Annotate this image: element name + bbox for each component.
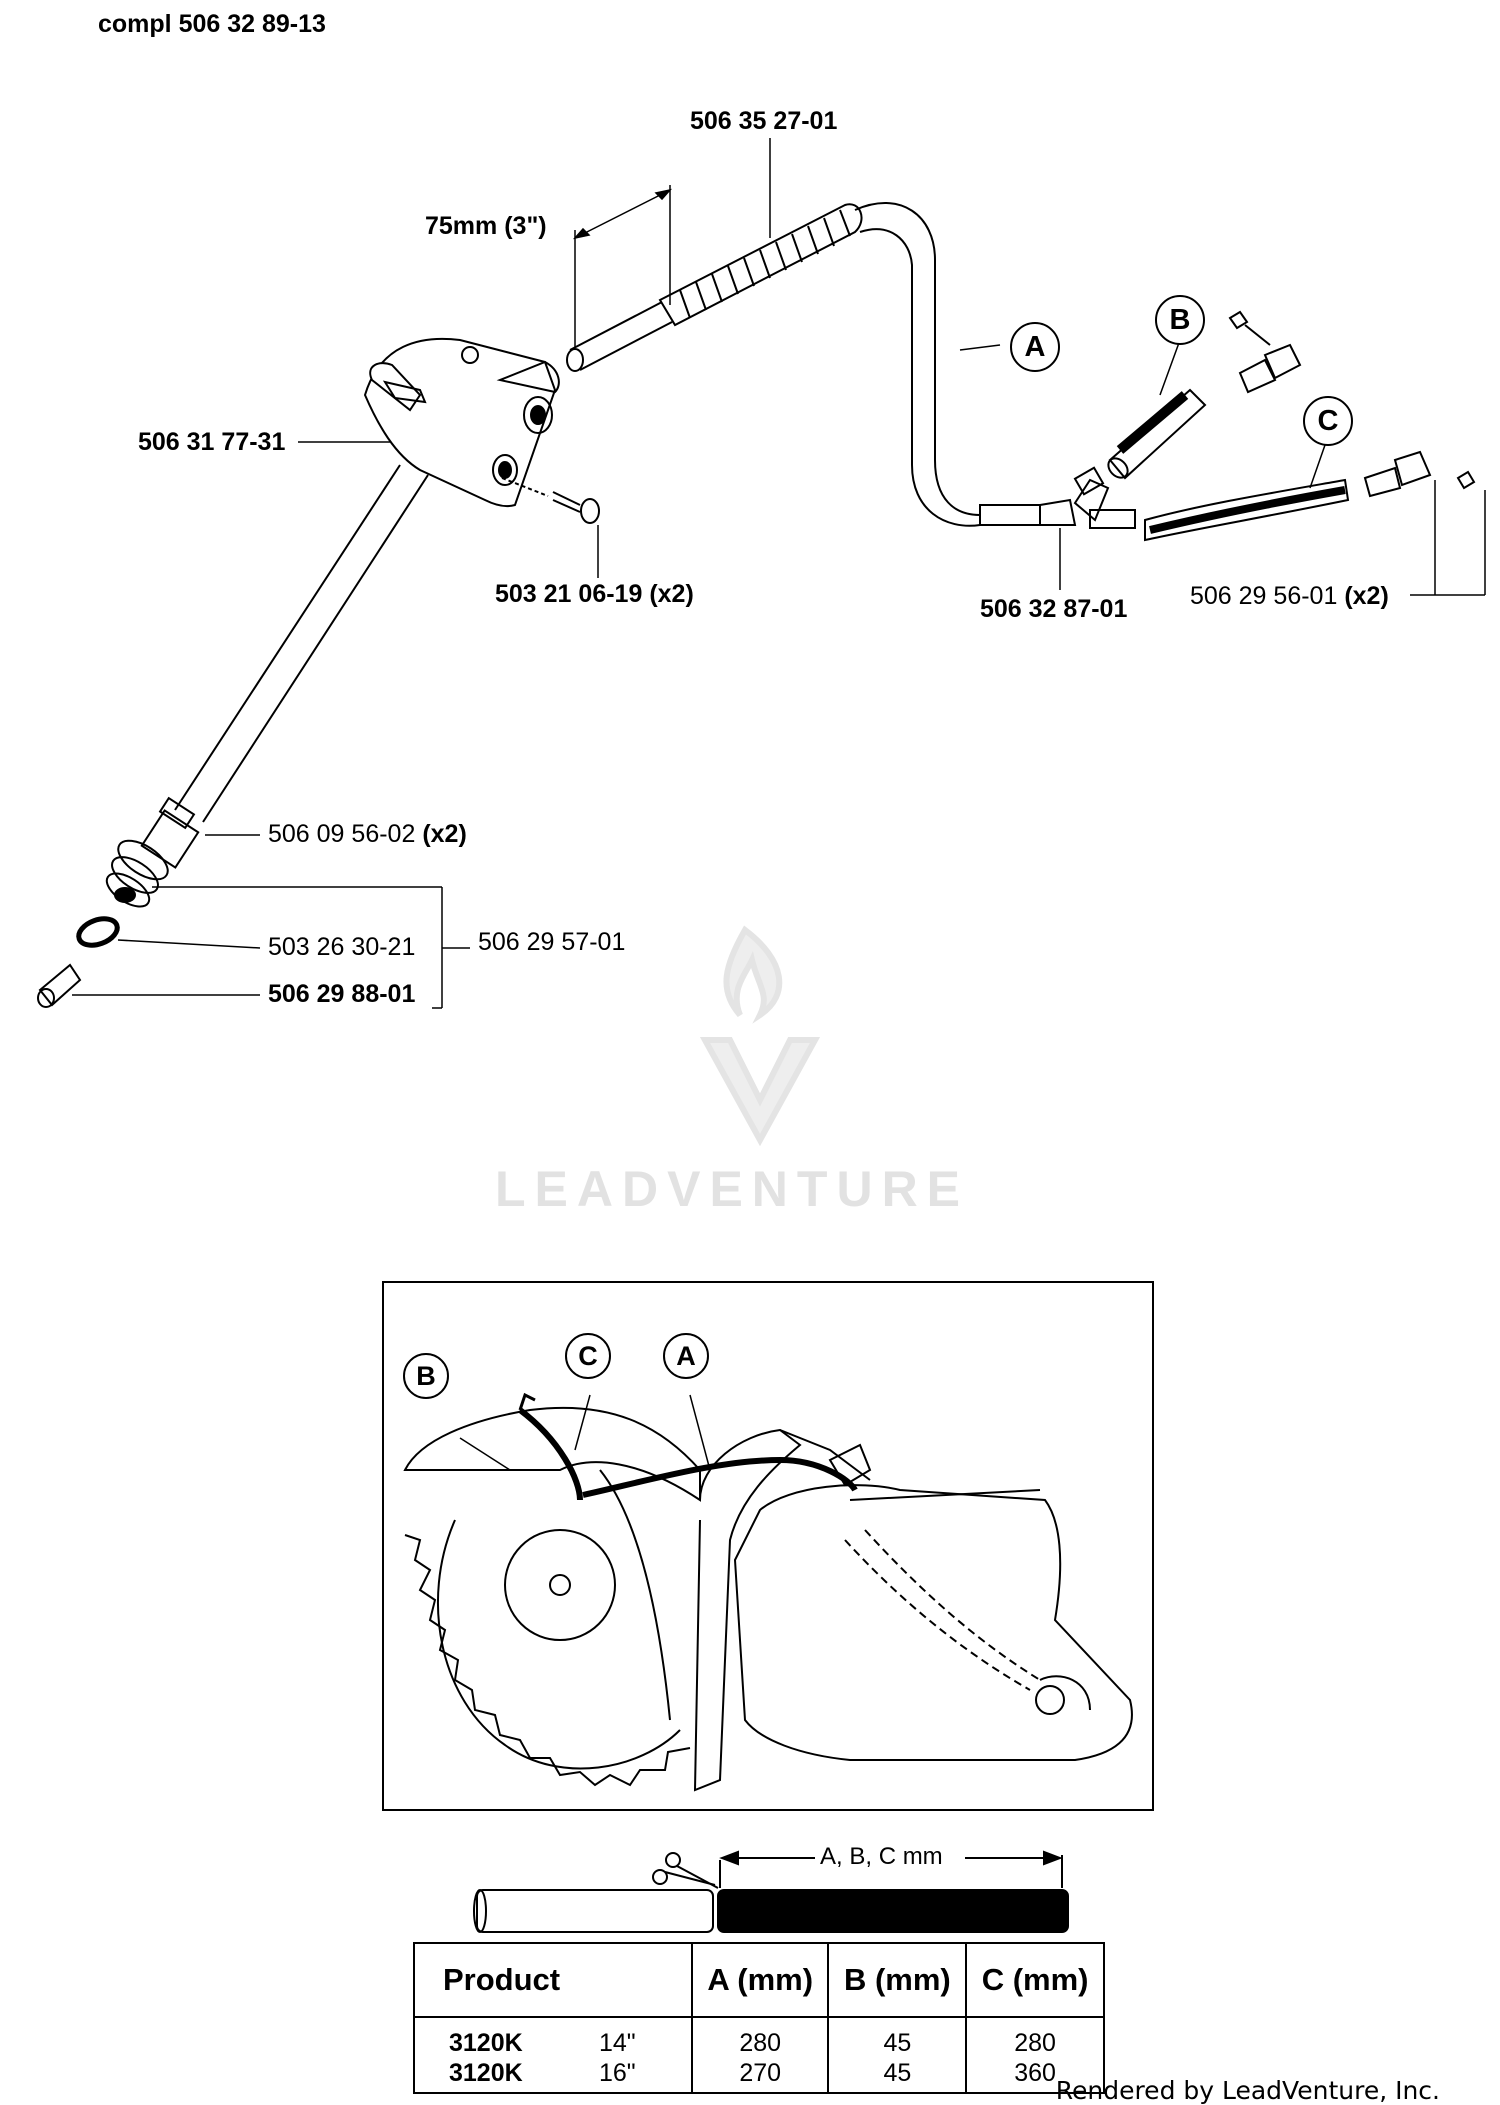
value-b: 45 [827, 2058, 968, 2094]
nozzle-b [1228, 310, 1302, 394]
nipple [37, 963, 82, 1008]
cut-length-label: A, B, C mm [820, 1843, 943, 1870]
hose-length-table: Product A (mm) B (mm) C (mm) 3120K 14" 28… [413, 1942, 1105, 2094]
col-b: B (mm) [827, 1942, 968, 2018]
table-header-row: Product A (mm) B (mm) C (mm) [413, 1942, 1105, 2018]
part-label-coupling-kit: 506 29 57-01 [478, 928, 626, 956]
callout-a: A [1010, 322, 1060, 372]
inset-callout-b: B [403, 1353, 449, 1399]
part-label-spiral-guard: 506 35 27-01 [690, 107, 838, 135]
inset-callout-a: A [663, 1333, 709, 1379]
valve-housing [363, 337, 560, 508]
rendered-by-footer: Rendered by LeadVenture, Inc. [1055, 2076, 1440, 2105]
value-b: 45 [827, 2017, 968, 2058]
hose-b [1107, 388, 1207, 480]
inset-callout-c: C [565, 1333, 611, 1379]
screw [552, 491, 600, 524]
part-label-nozzle: 506 29 56-01 (x2) [1190, 582, 1389, 610]
leader-lines [72, 138, 1486, 1009]
hose-clamp [140, 796, 200, 869]
wand-tube [174, 464, 429, 823]
part-label-nipple: 506 29 88-01 [268, 980, 416, 1008]
assembly-title: compl 506 32 89-13 [98, 10, 326, 38]
product-size: 16" [599, 2059, 636, 2087]
value-c: 360 [965, 2058, 1105, 2094]
part-label-screw: 503 21 06-19 (x2) [495, 580, 694, 608]
hose-c [1144, 478, 1350, 542]
part-label-tee: 506 32 87-01 [980, 595, 1128, 623]
col-c: C (mm) [965, 1942, 1105, 2018]
product-size: 14" [599, 2029, 636, 2057]
cut-length-diagram [473, 1850, 1069, 1933]
watermark-brand: LEADVENTURE [495, 1161, 970, 1217]
coupling-body [105, 839, 169, 908]
callout-b: B [1155, 295, 1205, 345]
tee-connector [979, 466, 1136, 529]
spiral-guard [658, 203, 863, 327]
part-label-oring: 503 26 30-21 [268, 933, 416, 961]
value-a: 270 [690, 2058, 830, 2094]
hose-a [854, 202, 981, 527]
inset-frame [382, 1281, 1154, 1811]
hose-pipe [566, 301, 673, 372]
product-model: 3120K [449, 2029, 523, 2057]
col-product: Product [413, 1942, 693, 2018]
part-label-housing: 506 31 77-31 [138, 428, 286, 456]
table-row: 3120K 16" 270 45 360 [413, 2058, 1105, 2094]
callout-c: C [1303, 396, 1353, 446]
flame-logo-icon [699, 925, 821, 1147]
nozzle-c [1363, 450, 1476, 498]
part-label-clamp: 506 09 56-02 (x2) [268, 820, 467, 848]
col-a: A (mm) [690, 1942, 830, 2018]
cut-off-saw [403, 1392, 1133, 1792]
value-c: 280 [965, 2017, 1105, 2058]
value-a: 280 [690, 2017, 830, 2058]
dimension-label: 75mm (3") [425, 212, 547, 240]
o-ring [76, 916, 120, 948]
scissors-icon [652, 1852, 719, 1889]
product-model: 3120K [449, 2059, 523, 2087]
table-row: 3120K 14" 280 45 280 [413, 2017, 1105, 2058]
